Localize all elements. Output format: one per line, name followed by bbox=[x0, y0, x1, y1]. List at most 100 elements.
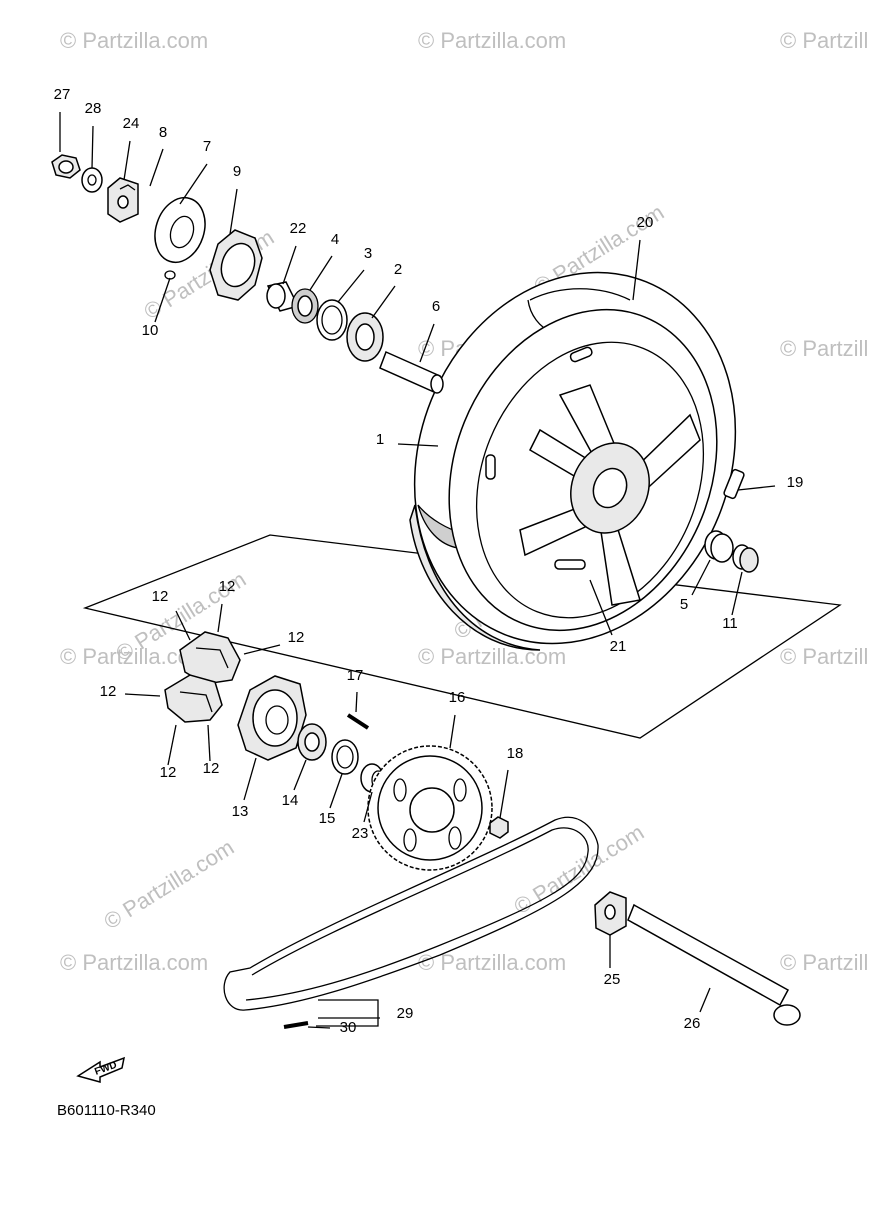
leader-line bbox=[217, 603, 223, 633]
bearing-14 bbox=[297, 723, 327, 761]
callout-label: 10 bbox=[142, 322, 159, 339]
bearing-5 bbox=[704, 530, 734, 563]
leader-line bbox=[499, 769, 509, 819]
leader-line bbox=[632, 239, 641, 301]
leader-line bbox=[337, 269, 365, 303]
callout-label: 27 bbox=[54, 86, 71, 103]
leader-line bbox=[691, 559, 711, 596]
bearing-2 bbox=[346, 312, 384, 362]
leader-line bbox=[282, 245, 297, 285]
callout-label: 16 bbox=[449, 689, 466, 706]
callout-label: 5 bbox=[680, 596, 688, 613]
rear-wheel bbox=[409, 271, 737, 651]
leader-line bbox=[307, 1026, 331, 1029]
leader-lines bbox=[59, 112, 776, 1029]
callout-label: 21 bbox=[610, 638, 627, 655]
watermark: © Partzilla.com bbox=[99, 834, 238, 934]
callout-label: 24 bbox=[123, 115, 140, 132]
watermark: © Partzilla.com bbox=[418, 950, 566, 975]
leader-line bbox=[363, 791, 373, 823]
callout-label: 11 bbox=[722, 615, 738, 632]
nut-18 bbox=[489, 816, 509, 839]
axle-26 bbox=[627, 903, 801, 1026]
callout-label: 12 bbox=[288, 629, 305, 646]
leader-line bbox=[731, 571, 743, 616]
watermark: © Partzilla.com bbox=[509, 819, 648, 919]
leader-line bbox=[154, 277, 171, 323]
leader-line bbox=[167, 724, 177, 766]
callout-label: 12 bbox=[160, 764, 177, 781]
callout-label: 12 bbox=[203, 760, 220, 777]
leader-line bbox=[449, 714, 456, 749]
leader-line bbox=[175, 610, 191, 641]
leader-line bbox=[207, 724, 211, 762]
callout-label: 6 bbox=[432, 298, 440, 315]
leader-line bbox=[149, 148, 164, 187]
callout-label: 3 bbox=[364, 245, 372, 262]
leader-line bbox=[123, 140, 131, 181]
callout-label: 20 bbox=[637, 214, 654, 231]
watermark: © Partzilla.com bbox=[418, 644, 566, 669]
leader-line bbox=[355, 691, 358, 713]
callout-label: 17 bbox=[347, 667, 364, 684]
leader-line bbox=[91, 125, 94, 169]
hub-assembly-outline bbox=[82, 534, 842, 739]
drive-chain-29 bbox=[223, 816, 599, 1011]
leader-line bbox=[371, 285, 396, 319]
callout-label: 2 bbox=[394, 261, 402, 278]
leader-line bbox=[699, 987, 711, 1013]
callout-label: 7 bbox=[203, 138, 211, 155]
tire-sidewall bbox=[409, 504, 541, 651]
callout-label: 29 bbox=[397, 1005, 414, 1022]
watermark: © Partzilla.com bbox=[60, 950, 208, 975]
callout-label: 26 bbox=[684, 1015, 701, 1032]
callout-label: 8 bbox=[159, 124, 167, 141]
seal-3 bbox=[316, 299, 348, 341]
callout-label: 22 bbox=[290, 220, 307, 237]
leader-line bbox=[179, 163, 208, 205]
leader-line bbox=[124, 693, 161, 697]
fwd-arrow-icon: FWD bbox=[76, 1056, 126, 1083]
callout-label: 9 bbox=[233, 163, 241, 180]
callout-label: 23 bbox=[352, 825, 369, 842]
spacer-6 bbox=[379, 350, 444, 394]
leader-line bbox=[229, 188, 238, 235]
callout-label: 1 bbox=[376, 431, 384, 448]
adjuster-block-24 bbox=[107, 177, 139, 223]
leader-line bbox=[737, 485, 776, 491]
damper-12 bbox=[164, 631, 241, 723]
adjuster-block-25 bbox=[594, 891, 627, 936]
leader-line bbox=[419, 323, 435, 363]
diagram-code: B601110-R340 bbox=[57, 1102, 156, 1119]
leader-line bbox=[589, 579, 613, 636]
clutch-hub-13 bbox=[237, 675, 307, 761]
sensor-disc-7 bbox=[154, 197, 206, 263]
leader-line bbox=[397, 443, 439, 447]
callout-label: 12 bbox=[219, 578, 236, 595]
leader-line bbox=[293, 759, 307, 791]
flange-9 bbox=[209, 229, 263, 301]
bracket-line bbox=[316, 999, 379, 1027]
watermark: © Partzilla.com bbox=[780, 644, 869, 669]
nut-27 bbox=[51, 154, 81, 179]
collar-11 bbox=[732, 544, 759, 573]
watermark: © Partzilla.com bbox=[780, 950, 869, 975]
callout-label: 25 bbox=[604, 971, 621, 988]
screw-10 bbox=[164, 270, 176, 280]
leader-line bbox=[243, 644, 281, 655]
watermark: © Partzilla.com bbox=[780, 28, 869, 53]
collar-22 bbox=[266, 281, 300, 312]
chain-joint-30 bbox=[283, 1021, 309, 1029]
callout-label: 14 bbox=[282, 792, 299, 809]
callout-label: 15 bbox=[319, 810, 336, 827]
callout-label: 30 bbox=[340, 1019, 357, 1036]
callout-label: 12 bbox=[152, 588, 169, 605]
washer-28 bbox=[81, 167, 103, 193]
seal-15 bbox=[331, 739, 359, 775]
bolt-8 bbox=[119, 184, 136, 191]
callout-label: 12 bbox=[100, 683, 117, 700]
sprocket-16 bbox=[367, 745, 493, 871]
